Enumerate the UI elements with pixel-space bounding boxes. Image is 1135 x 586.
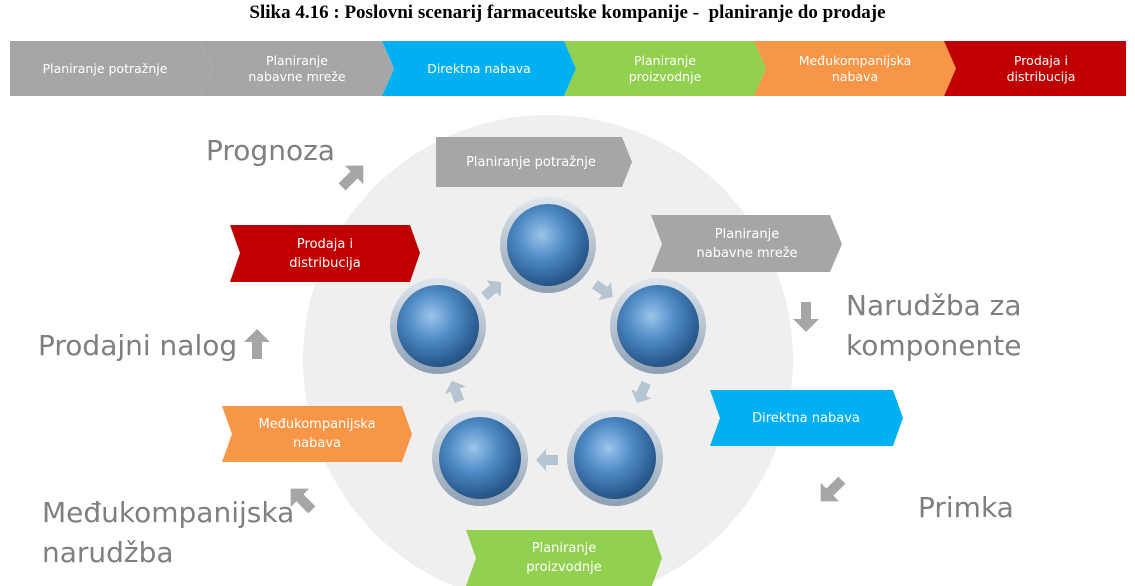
direct-step-shape	[710, 390, 903, 446]
document-forecast: Prognoza	[206, 134, 335, 167]
cycle-arrow-icon	[536, 449, 558, 471]
intercompany-order-arrow-icon	[290, 488, 316, 514]
component-order-arrow-icon	[793, 302, 819, 332]
cycle-arrow-icon	[591, 280, 613, 301]
cycle-step-demand: Planiranje potražnje	[466, 154, 596, 170]
cycle-step-network: Planiranje nabavne mreže	[696, 226, 798, 261]
cycle-step-production: Planiranje proizvodnje	[526, 541, 602, 575]
process-chevron-shape	[944, 41, 1126, 96]
sales-order-arrow-icon	[244, 329, 270, 359]
document-component-order: Narudžba za komponente	[846, 289, 1022, 362]
document-sales-order: Prodajni nalog	[38, 329, 238, 362]
process-step-direct: Direktna nabava	[427, 60, 531, 76]
sales-step-shape	[230, 225, 420, 282]
production-step-shape	[466, 530, 662, 586]
cycle-arrow-icon	[631, 380, 652, 403]
process-chevron-shape	[200, 41, 394, 96]
cycle-step-intercompany: Međukompanijska nabava	[258, 417, 376, 451]
process-step-intercompany: Međukompanijska nabava	[798, 52, 912, 84]
sphere-node-icon	[432, 410, 528, 506]
process-chevron-shape	[10, 41, 212, 96]
cycle-step-sales: Prodaja i distribucija	[289, 236, 361, 271]
network-step-shape	[651, 215, 842, 272]
process-step-production: Planiranje proizvodnje	[628, 52, 702, 84]
process-chevron-shape	[382, 41, 576, 96]
forecast-arrow-icon	[338, 165, 364, 191]
intercompany-step-shape	[222, 406, 412, 462]
process-chevron-shape	[754, 41, 956, 96]
figure-caption: Slika 4.16 : Poslovni scenarij farmaceut…	[249, 2, 886, 23]
cycle-step-direct: Direktna nabava	[752, 410, 860, 426]
document-arrows	[244, 165, 846, 514]
sphere-node-icon	[500, 197, 596, 293]
receipt-arrow-icon	[820, 476, 846, 502]
sphere-node-icon	[567, 410, 663, 506]
process-step-demand: Planiranje potražnje	[42, 60, 168, 76]
cycle-nodes	[390, 197, 706, 506]
document-receipt: Primka	[918, 491, 1014, 524]
cycle-arrow-icon	[481, 280, 502, 301]
sphere-node-icon	[390, 278, 486, 374]
process-step-sales: Prodaja i distribucija	[1006, 52, 1076, 84]
cycle-arrows	[444, 280, 652, 471]
demand-step-shape	[436, 137, 632, 187]
sphere-node-icon	[610, 278, 706, 374]
cycle-arrow-icon	[444, 380, 466, 404]
document-intercompany-order: Međukompanijska narudžba	[42, 496, 295, 569]
process-step-network: Planiranje nabavne mreže	[248, 52, 346, 84]
process-chevron-shape	[564, 41, 766, 96]
